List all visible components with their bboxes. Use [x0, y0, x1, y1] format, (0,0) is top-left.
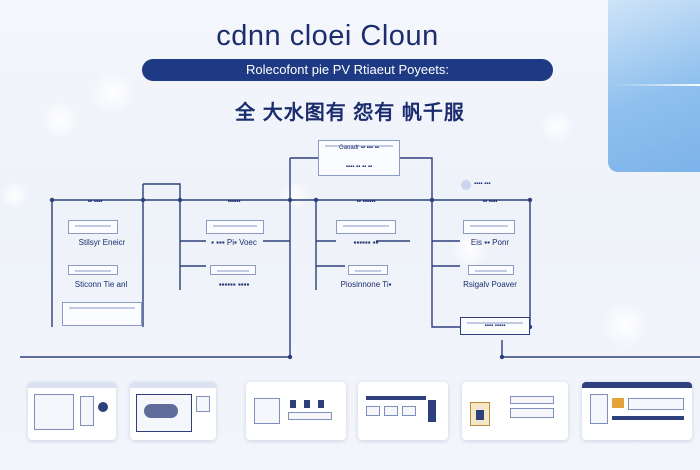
junction-dot	[49, 197, 55, 203]
card-panel	[628, 398, 684, 410]
bottom-right-node-label: ▪▪▪▪ ▪▪▪▪▪	[484, 323, 506, 329]
status-dot	[461, 180, 471, 190]
column-1-footer-node[interactable]	[62, 302, 142, 326]
column-2-node-lower[interactable]	[210, 265, 256, 275]
subtitle-banner: Rolecofont pie PV Rtiaeut Poyeets:	[142, 59, 553, 81]
card-chrome	[28, 382, 116, 388]
card-panel	[34, 394, 74, 430]
bokeh-light	[280, 180, 310, 210]
connector	[501, 340, 700, 358]
column-4-top-label: ▪▪ ▪▪▪▪	[482, 199, 498, 205]
column-2-node[interactable]	[206, 220, 264, 234]
bottom-right-node[interactable]	[460, 317, 530, 335]
bokeh-light	[0, 180, 30, 210]
screen-card-6[interactable]	[582, 382, 692, 440]
column-4-node[interactable]	[463, 220, 515, 234]
junction-dot	[140, 197, 146, 203]
column-3-node-lower[interactable]	[348, 265, 388, 275]
column-1-node[interactable]	[68, 220, 118, 234]
card-accent	[428, 400, 436, 422]
card-panel	[366, 406, 380, 416]
top-node[interactable]	[318, 140, 400, 176]
junction-dot	[527, 197, 533, 203]
junction-dot	[429, 197, 435, 203]
top-node-sublabel: ▪▪▪▪ ▪▪ ▪▪ ▪▪	[345, 164, 373, 170]
card-panel	[196, 396, 210, 412]
screen-card-4[interactable]	[358, 382, 448, 440]
card-accent	[144, 404, 178, 418]
card-accent	[612, 398, 624, 408]
screen-card-3[interactable]	[246, 382, 346, 440]
card-panel	[80, 396, 94, 426]
connector	[143, 183, 181, 290]
bokeh-light	[450, 230, 490, 270]
card-panel	[510, 396, 554, 404]
card-accent	[98, 402, 108, 412]
card-accent	[290, 400, 296, 408]
card-panel	[590, 394, 608, 424]
column-3-node[interactable]	[336, 220, 396, 234]
card-panel	[384, 406, 398, 416]
bokeh-light	[40, 100, 80, 140]
card-accent	[476, 410, 484, 420]
card-chrome	[130, 382, 216, 388]
screen-card-2[interactable]	[130, 382, 216, 440]
right-tag-label: ▪▪▪▪ ▪▪▪	[474, 181, 491, 187]
corner-decor-panel	[608, 0, 700, 172]
column-3-mid-label: ▪▪▪▪▪▪ ▪▪	[353, 238, 379, 247]
column-2-bottom-label: ▪▪▪▪▪▪ ▪▪▪▪	[218, 280, 250, 289]
card-accent	[612, 416, 684, 420]
column-1-mid-label: Stilsyr Eneicr	[78, 238, 126, 247]
card-panel	[254, 398, 280, 424]
column-4-bottom-label: Rsigalv Poaver	[463, 280, 517, 289]
screen-card-1[interactable]	[28, 382, 116, 440]
section-heading: 全 大水图有 怨有 帆千服	[235, 102, 465, 124]
column-2-mid-label: ▪ ▪▪▪ Pi▪ Voec	[211, 238, 257, 247]
column-4-mid-label: Eis ▪▪ Ponr	[470, 238, 510, 247]
page-title: cdnn cloei Cloun	[216, 20, 439, 52]
junction-dot	[287, 197, 293, 203]
card-panel	[402, 406, 416, 416]
top-node-label: Gaoadr ▪▪ ▪▪▪ ▪▪	[339, 145, 379, 151]
card-accent	[304, 400, 310, 408]
column-3-top-label: ▪▪ ▪▪▪▪▪▪	[356, 199, 376, 205]
column-4-node-lower[interactable]	[468, 265, 514, 275]
card-accent	[366, 396, 426, 400]
junction-dot	[313, 197, 319, 203]
card-chrome	[582, 382, 692, 388]
column-2-top-label: ▪▪▪▪▪▪	[227, 199, 241, 205]
column-3-bottom-label: Piosinnone Ti▪	[340, 280, 392, 289]
connector	[400, 157, 433, 200]
connector	[431, 200, 460, 328]
column-1-top-label: ▪▪ ▪▪▪▪	[87, 199, 103, 205]
card-accent	[318, 400, 324, 408]
card-panel	[288, 412, 332, 420]
junction-dot	[287, 354, 293, 360]
junction-dot	[499, 354, 505, 360]
card-panel	[510, 408, 554, 418]
screen-card-5[interactable]	[462, 382, 568, 440]
junction-dot	[177, 197, 183, 203]
column-1-bottom-label: Sticonn Tie anl	[74, 280, 128, 289]
column-1-node-lower[interactable]	[68, 265, 118, 275]
bokeh-light	[540, 110, 574, 144]
bokeh-light	[600, 300, 650, 350]
bokeh-light	[90, 70, 136, 116]
